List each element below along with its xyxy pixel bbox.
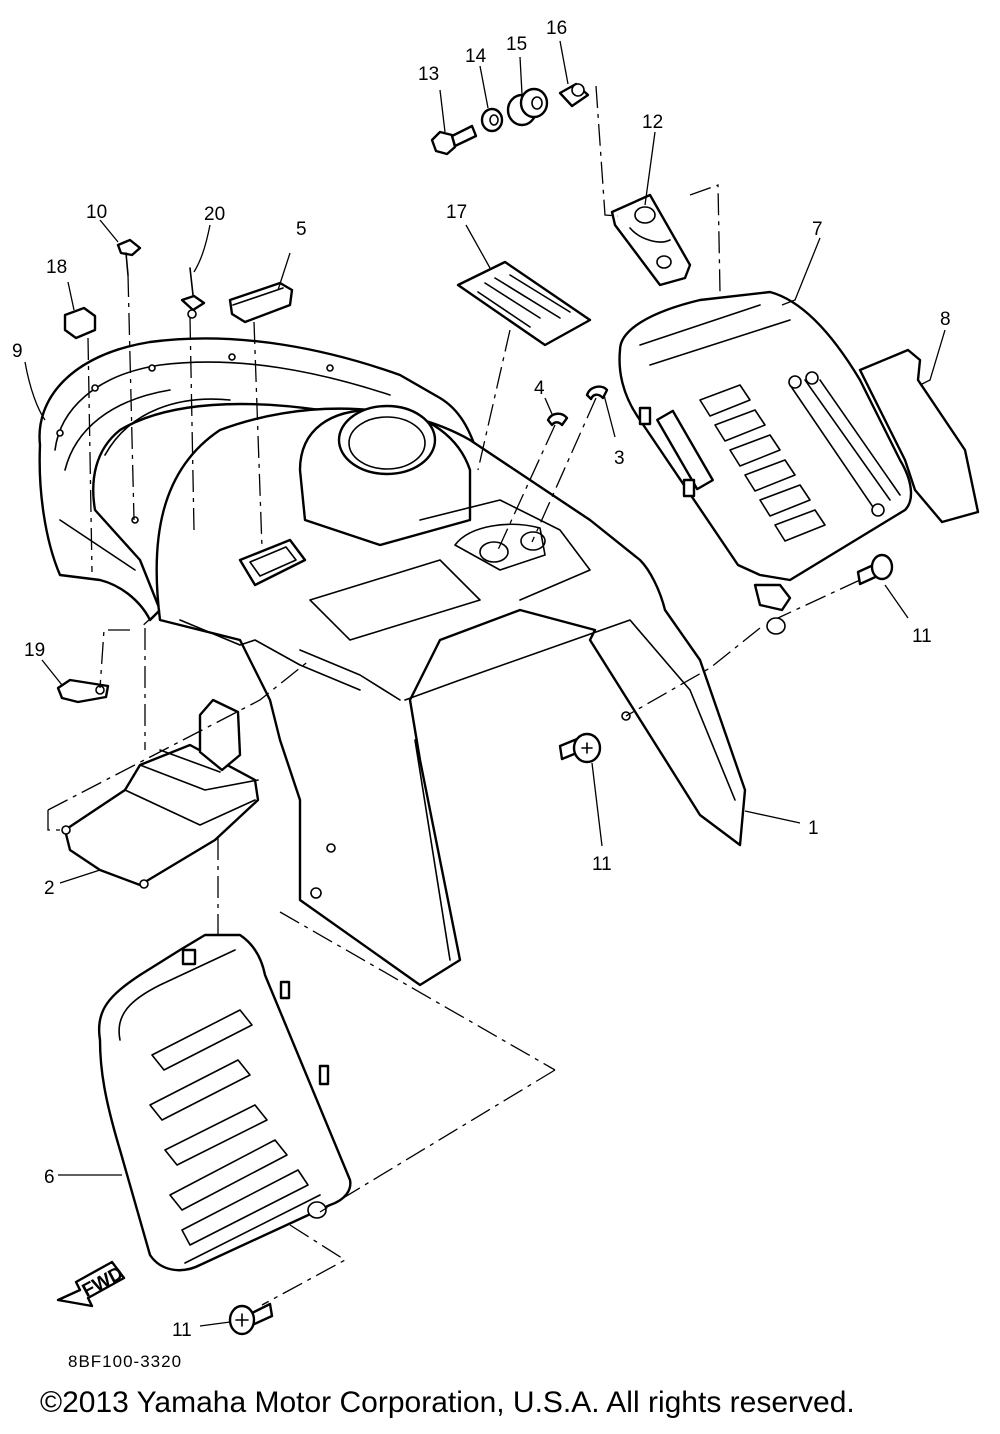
- assembly-lines: [47, 85, 861, 1306]
- copyright-notice: ©2013 Yamaha Motor Corporation, U.S.A. A…: [40, 1386, 855, 1419]
- parts-13-16-fasteners: [430, 82, 590, 156]
- part-2-switch-box: [61, 698, 260, 889]
- callout-16: 16: [546, 18, 567, 39]
- part-20-rivet: [180, 267, 206, 319]
- callout-18: 18: [46, 257, 67, 278]
- part-3-cap: [585, 385, 609, 401]
- callout-11a: 11: [912, 626, 932, 647]
- callout-12: 12: [642, 112, 663, 133]
- part-12-bracket: [610, 193, 692, 287]
- callout-7: 7: [812, 219, 823, 240]
- callout-15: 15: [506, 34, 527, 55]
- part-18-grommet: [63, 306, 97, 340]
- callout-13: 13: [418, 64, 439, 85]
- callout-20: 20: [204, 204, 225, 225]
- part-7-right-panel: [618, 290, 913, 635]
- callout-labels: 1 2 3 4 5 6 7 8 9 10 11 11 11 12 13 14 1…: [12, 18, 951, 1341]
- callout-3: 3: [614, 448, 625, 469]
- callout-2: 2: [44, 878, 55, 899]
- part-8-pad: [858, 348, 980, 524]
- part-11-bolt-c: [228, 1302, 274, 1336]
- callout-6: 6: [44, 1167, 55, 1188]
- callout-19: 19: [24, 640, 45, 661]
- part-6-left-panel: [97, 933, 352, 1272]
- callout-9: 9: [12, 341, 23, 362]
- part-19-clip: [56, 678, 110, 704]
- part-4-cap: [546, 412, 569, 427]
- part-10-screw: [116, 238, 142, 276]
- part-11-bolt-a: [856, 553, 894, 586]
- callout-11c: 11: [172, 1320, 192, 1341]
- part-17-label: [456, 260, 592, 347]
- callout-14: 14: [465, 46, 487, 67]
- part-11-bolt-b: [558, 732, 602, 764]
- part-1-front-body: [155, 404, 747, 987]
- leader-lines: [24, 40, 946, 1327]
- callout-17: 17: [446, 202, 467, 223]
- drawing-code: 8BF100-3320: [68, 1352, 183, 1371]
- fwd-arrow: FWD: [56, 1260, 127, 1308]
- callout-4: 4: [534, 378, 545, 399]
- callout-11b: 11: [592, 854, 612, 875]
- part-5-cover: [228, 281, 294, 324]
- callout-5: 5: [296, 219, 307, 240]
- callout-8: 8: [940, 309, 951, 330]
- callout-1: 1: [808, 818, 819, 839]
- callout-10: 10: [86, 202, 107, 223]
